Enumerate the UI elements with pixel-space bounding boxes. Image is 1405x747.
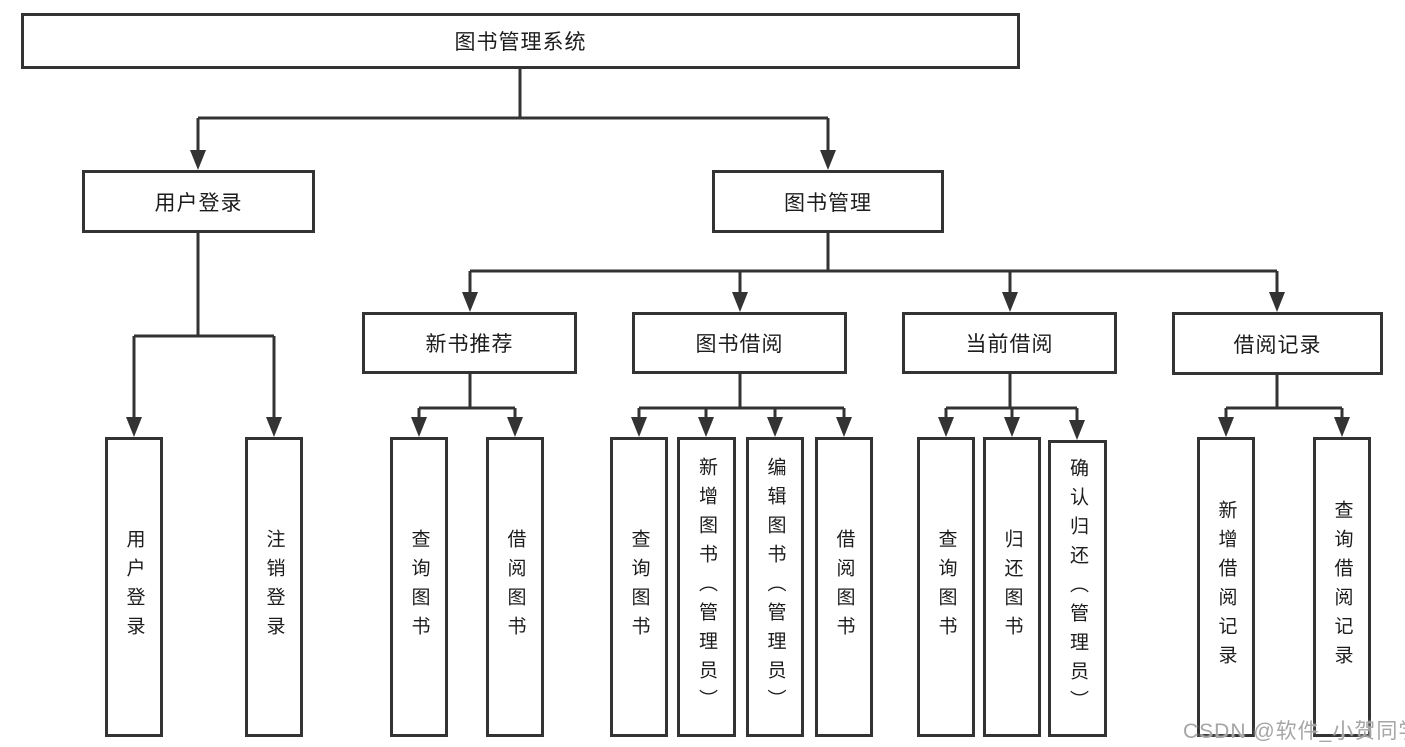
arrowhead-icon: [126, 417, 142, 437]
node-label: 当前借阅: [965, 333, 1054, 356]
arrowhead-icon: [1004, 417, 1020, 437]
node-borrow-records: 借阅记录: [1172, 312, 1383, 375]
arrowhead-icon: [411, 417, 427, 437]
arrowhead-icon: [266, 417, 282, 437]
edge-user-login-to-leaves: [126, 233, 282, 437]
arrowhead-icon: [507, 417, 523, 437]
node-label: 确认归还（管理员）: [1067, 458, 1088, 719]
leaf-confirm-return-admin: 确认归还（管理员）: [1048, 440, 1107, 737]
node-label: 编辑图书（管理员）: [764, 456, 786, 718]
leaf-logout: 注销登录: [245, 437, 303, 737]
leaf-add-borrow-record: 新增借阅记录: [1197, 437, 1255, 737]
node-new-book-recommend: 新书推荐: [362, 312, 577, 374]
leaf-query-book-recommend: 查询图书: [390, 437, 448, 737]
arrowhead-icon: [767, 417, 783, 437]
node-label: 新增借阅记录: [1215, 500, 1237, 674]
node-label: 查询图书: [935, 529, 957, 645]
arrowhead-icon: [732, 292, 748, 312]
edge-book-borrow-to-leaves: [631, 374, 852, 437]
arrowhead-icon: [190, 150, 206, 170]
leaf-query-book-borrow: 查询图书: [610, 437, 668, 737]
edge-new-book-rec-to-leaves: [411, 374, 523, 437]
node-label: 查询借阅记录: [1331, 500, 1353, 674]
node-label: 借阅图书: [504, 529, 526, 645]
node-book-management: 图书管理: [712, 170, 944, 233]
leaf-borrow-book-recommend: 借阅图书: [486, 437, 544, 737]
leaf-query-borrow-record: 查询借阅记录: [1313, 437, 1371, 737]
arrowhead-icon: [698, 417, 714, 437]
arrowhead-icon: [1269, 292, 1285, 312]
arrowhead-icon: [836, 417, 852, 437]
edge-borrow-record-to-leaves: [1218, 375, 1350, 437]
node-user-login: 用户登录: [82, 170, 315, 233]
node-label: 新书推荐: [425, 333, 514, 356]
node-label: 查询图书: [628, 529, 650, 645]
arrowhead-icon: [1218, 417, 1234, 437]
node-label: 借阅记录: [1233, 333, 1322, 357]
leaf-query-book-current: 查询图书: [917, 437, 975, 737]
leaf-return-book: 归还图书: [983, 437, 1041, 737]
node-label: 用户登录: [154, 191, 243, 215]
arrowhead-icon: [1069, 420, 1085, 440]
node-label: 用户登录: [123, 529, 145, 645]
node-current-borrow: 当前借阅: [902, 312, 1117, 374]
arrowhead-icon: [1334, 417, 1350, 437]
leaf-edit-book-admin: 编辑图书（管理员）: [746, 437, 804, 737]
arrowhead-icon: [820, 150, 836, 170]
leaf-borrow-book-borrow: 借阅图书: [815, 437, 873, 737]
leaf-add-book-admin: 新增图书（管理员）: [677, 437, 736, 737]
arrowhead-icon: [938, 417, 954, 437]
leaf-user-login: 用户登录: [105, 437, 163, 737]
node-label: 查询图书: [408, 529, 430, 645]
edge-root-to-level2: [190, 69, 836, 170]
node-book-borrow: 图书借阅: [632, 312, 847, 374]
node-label: 借阅图书: [833, 529, 855, 645]
node-label: 图书管理系统: [454, 31, 587, 54]
node-library-system: 图书管理系统: [21, 13, 1020, 69]
node-label: 图书借阅: [695, 333, 784, 356]
node-label: 图书管理: [784, 191, 872, 215]
edge-current-borrow-to-leaves: [938, 374, 1085, 440]
node-label: 归还图书: [1001, 529, 1023, 645]
node-label: 注销登录: [263, 529, 285, 645]
arrowhead-icon: [631, 417, 647, 437]
edge-book-mgmt-to-level3: [462, 233, 1285, 312]
arrowhead-icon: [462, 292, 478, 312]
watermark: CSDN @软件_小贺同学: [1183, 720, 1405, 743]
node-label: 新增图书（管理员）: [696, 456, 717, 718]
arrowhead-icon: [1002, 292, 1018, 312]
